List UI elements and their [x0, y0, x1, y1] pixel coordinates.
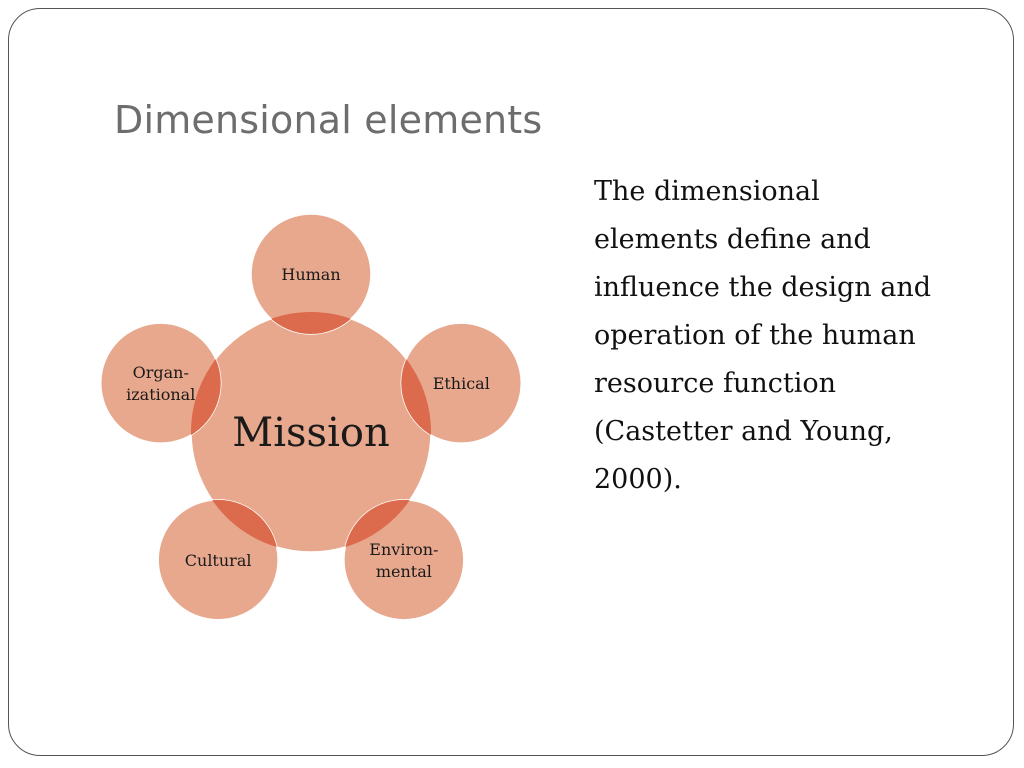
overlap-lens	[191, 499, 279, 552]
body-line: elements define and	[594, 224, 871, 255]
node-label: Organ-izational	[126, 363, 195, 404]
node-label-line: mental	[376, 562, 432, 581]
slide-body-text: The dimensional elements define and infl…	[594, 168, 974, 504]
node-label: Human	[281, 265, 340, 284]
node-label-line: Environ-	[369, 540, 438, 559]
slide-title: Dimensional elements	[114, 98, 543, 142]
overlap-lens	[343, 499, 431, 552]
body-line: 2000).	[594, 464, 682, 495]
node-label-line: Cultural	[185, 551, 252, 570]
body-line: (Castetter and Young,	[594, 416, 893, 447]
node-label-line: Organ-	[133, 363, 189, 382]
body-line: operation of the human	[594, 320, 916, 351]
node-label: Cultural	[185, 551, 252, 570]
body-line: influence the design and	[594, 272, 932, 303]
node-label-line: Human	[281, 265, 340, 284]
center-label: Mission	[232, 410, 389, 456]
body-line: The dimensional	[594, 176, 820, 207]
node-label-line: Ethical	[433, 374, 490, 393]
node-label: Environ-mental	[369, 540, 438, 581]
node-label: Ethical	[433, 374, 490, 393]
node-label-line: izational	[126, 385, 195, 404]
body-line: resource function	[594, 368, 836, 399]
